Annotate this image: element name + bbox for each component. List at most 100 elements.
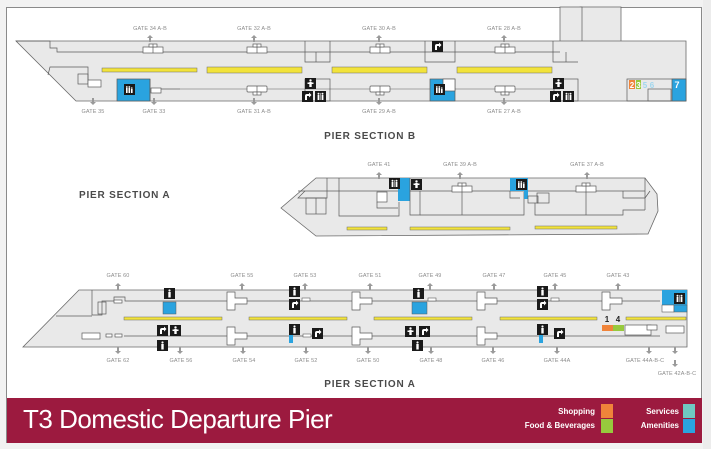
- building-block: [579, 6, 622, 43]
- gate-label: GATE 48: [420, 358, 443, 364]
- gate-arrow-up-icon: [302, 283, 308, 290]
- amenity-zone: [411, 301, 428, 315]
- zone-number: 4: [616, 315, 621, 324]
- page-title: T3 Domestic Departure Pier: [23, 404, 333, 434]
- gate-arrow-up-icon: [615, 283, 621, 290]
- amenity-zone: [671, 78, 687, 102]
- gate-label: GATE 35: [82, 109, 105, 115]
- gate-arrow-up-icon: [491, 283, 497, 290]
- gate-label: GATE 45: [544, 273, 567, 279]
- gate-arrow-up-icon: [552, 283, 558, 290]
- baby-change-icon: [305, 78, 316, 89]
- moving-walkway: [456, 66, 553, 74]
- legend-swatch-shopping: [601, 404, 613, 418]
- baby-change-icon: [170, 325, 181, 336]
- corridor-line: [16, 40, 305, 53]
- gate-label: GATE 33: [143, 109, 166, 115]
- toilet-icon: [413, 288, 424, 299]
- gate-label: GATE 41: [368, 162, 391, 168]
- food-zone: [636, 80, 641, 89]
- gate-arrow-up-icon: [427, 283, 433, 290]
- toilet-icon: [537, 324, 548, 335]
- stairs-icon: [302, 91, 313, 102]
- gate-label: GATE 56: [170, 358, 193, 364]
- gate-label: GATE 46: [482, 358, 505, 364]
- gate-label: GATE 50: [357, 358, 380, 364]
- gate-arrow-down-icon: [646, 347, 652, 354]
- zone-number: 3: [636, 81, 641, 90]
- stairs-icon: [312, 328, 323, 339]
- room-outline: [552, 41, 578, 63]
- legend-label-amenities: Amenities: [640, 421, 679, 430]
- amenity-zone: [398, 178, 410, 201]
- title-banner: T3 Domestic Departure Pier Shopping Food…: [7, 398, 702, 443]
- room-outline: [304, 41, 331, 63]
- stairs-icon: [432, 41, 443, 52]
- gate-arrow-down-icon: [115, 347, 121, 354]
- zone-number: 5: [643, 81, 648, 90]
- gate-label: GATE 37 A-B: [570, 162, 604, 168]
- legend-label-services: Services: [646, 407, 679, 416]
- toilet-icon: [563, 91, 574, 102]
- moving-walkway: [409, 226, 511, 231]
- gate-label: GATE 30 A-B: [362, 26, 396, 32]
- gate-arrow-up-icon: [239, 283, 245, 290]
- pier-a-floor: [22, 289, 688, 348]
- gate-arrow-down-icon: [672, 347, 678, 354]
- page-margin: [703, 0, 711, 449]
- moving-walkway: [534, 225, 618, 230]
- stairs-icon: [550, 91, 561, 102]
- gate-label: GATE 39 A-B: [443, 162, 477, 168]
- gate-label: GATE 34 A-B: [133, 26, 167, 32]
- food-zone: [613, 325, 624, 331]
- stairs-icon: [157, 325, 168, 336]
- gate-arrow-down-icon: [365, 347, 371, 354]
- shopping-zone: [602, 325, 613, 331]
- room-outline: [424, 41, 456, 63]
- moving-walkway: [248, 316, 348, 321]
- toilet-icon: [289, 286, 300, 297]
- gate-arrow-up-icon: [367, 283, 373, 290]
- legend-label-food: Food & Beverages: [524, 421, 595, 430]
- gate-arrow-down-icon: [303, 347, 309, 354]
- pier-section-a-bottom: 1 4: [22, 273, 696, 390]
- toilet-icon: [315, 91, 326, 102]
- legend-swatch-amenities: [683, 419, 695, 433]
- baby-change-icon: [411, 179, 422, 190]
- zone-number: 7: [674, 80, 679, 90]
- gate-label: GATE 53: [294, 273, 317, 279]
- pier-section-b: 2 3 5 6 7 GATE 34 A-B GATE 32 A-B GATE 3…: [15, 6, 687, 142]
- shopping-zone: [629, 80, 635, 89]
- gate-label: GATE 54: [233, 358, 256, 364]
- toilet-icon: [537, 286, 548, 297]
- gate-label: GATE 29 A-B: [362, 109, 396, 115]
- family-room-icon: [124, 84, 135, 95]
- toilet-icon: [389, 178, 400, 189]
- moving-walkway: [331, 66, 428, 74]
- toilet-icon: [157, 340, 168, 351]
- stairs-icon: [419, 326, 430, 337]
- legend-swatch-services: [683, 404, 695, 418]
- moving-walkway: [499, 316, 598, 321]
- moving-walkway: [101, 67, 198, 73]
- gate-arrow-up-icon: [115, 283, 121, 290]
- gate-label: GATE 31 A-B: [237, 109, 271, 115]
- baby-change-icon: [405, 326, 416, 337]
- gate-label: GATE 27 A-B: [487, 109, 521, 115]
- gate-label: GATE 44A-B-C: [626, 358, 664, 364]
- gate-label: GATE 52: [295, 358, 318, 364]
- family-room-icon: [516, 179, 527, 190]
- gate-label: GATE 60: [107, 273, 130, 279]
- moving-walkway: [123, 316, 223, 321]
- section-label: PIER SECTION A: [79, 190, 170, 201]
- section-label: PIER SECTION A: [324, 379, 415, 390]
- gate-label: GATE 62: [107, 358, 130, 364]
- pier-a-floor: [280, 177, 659, 237]
- gate-label: GATE 51: [359, 273, 382, 279]
- gate-label: GATE 42A-B-C: [658, 371, 696, 377]
- gate-label: GATE 47: [483, 273, 506, 279]
- room-outline: [47, 66, 89, 80]
- zone-number: 6: [650, 81, 655, 90]
- toilet-icon: [164, 288, 175, 299]
- gate-label: GATE 49: [419, 273, 442, 279]
